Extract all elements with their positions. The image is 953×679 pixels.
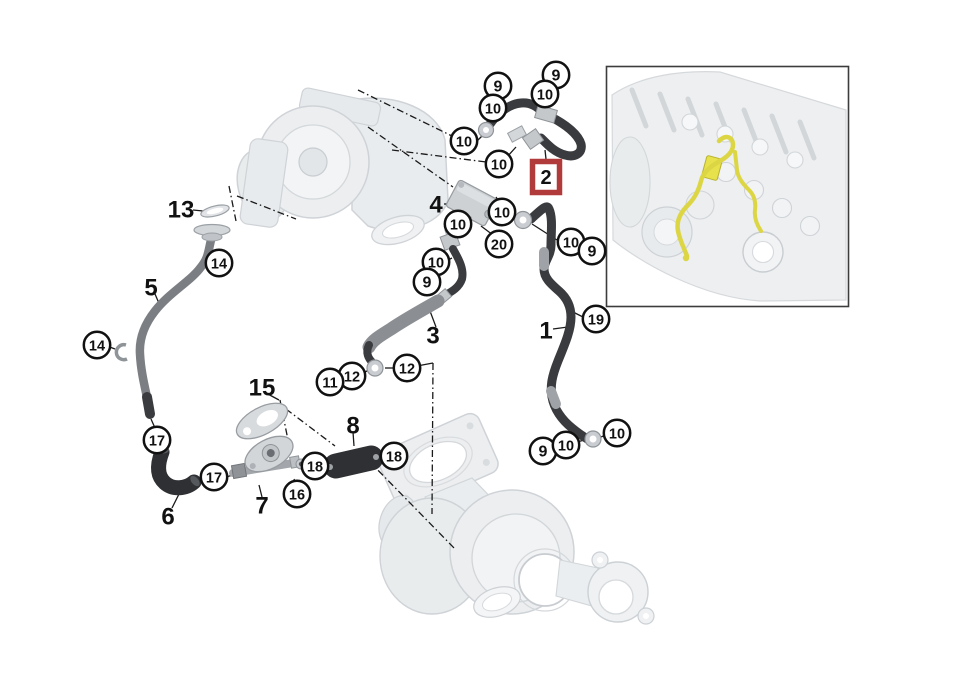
- callout-10-9: 10: [556, 227, 586, 257]
- svg-text:10: 10: [491, 157, 507, 173]
- oil-hose-3: [362, 225, 467, 377]
- callout-20-8: 20: [484, 229, 514, 259]
- callout-10-5: 10: [484, 149, 514, 179]
- callout-10-25: 10: [551, 430, 581, 460]
- svg-text:6: 6: [161, 504, 174, 531]
- holder-clip-14: [114, 342, 128, 362]
- svg-text:18: 18: [307, 459, 323, 475]
- callout-12-23: 12: [392, 353, 422, 383]
- svg-text:1: 1: [539, 318, 552, 345]
- callout-9-24: 9: [528, 436, 558, 466]
- callout-16-18: 16: [282, 479, 312, 509]
- gasket-15: [235, 402, 289, 440]
- svg-text:10: 10: [485, 101, 501, 117]
- callout-17-16: 17: [142, 425, 172, 455]
- svg-text:10: 10: [537, 87, 553, 103]
- callout-18-20: 18: [379, 441, 409, 471]
- callout-10-3: 10: [530, 79, 560, 109]
- svg-text:7: 7: [255, 493, 268, 520]
- svg-text:9: 9: [423, 274, 432, 291]
- callout-4-29: 4: [429, 192, 443, 219]
- turbocharger-ghost-top: [236, 87, 449, 246]
- callout-7-34: 7: [255, 493, 268, 520]
- svg-text:8: 8: [346, 413, 359, 440]
- svg-text:5: 5: [144, 275, 157, 302]
- gasket-13: [200, 204, 230, 218]
- svg-text:10: 10: [563, 235, 579, 251]
- svg-text:20: 20: [491, 237, 507, 253]
- svg-text:10: 10: [428, 255, 444, 271]
- svg-text:14: 14: [211, 256, 227, 272]
- hose-sleeve-8: [323, 445, 384, 479]
- callout-10-6: 10: [487, 197, 517, 227]
- svg-text:10: 10: [450, 217, 466, 233]
- svg-text:11: 11: [322, 375, 337, 391]
- svg-text:3: 3: [426, 323, 439, 350]
- svg-text:2: 2: [540, 167, 551, 189]
- callout-11-22: 11: [315, 367, 345, 397]
- callout-10-1: 10: [478, 93, 508, 123]
- svg-text:19: 19: [588, 312, 604, 328]
- callout-13-27: 13: [168, 197, 195, 224]
- callout-18-19: 18: [300, 451, 330, 481]
- svg-text:9: 9: [539, 443, 548, 460]
- svg-text:13: 13: [168, 197, 195, 224]
- turbocharger-ghost-bottom: [377, 412, 655, 625]
- svg-text:17: 17: [206, 470, 222, 486]
- oil-hose-1: [513, 202, 602, 448]
- svg-text:15: 15: [249, 375, 276, 402]
- svg-text:9: 9: [494, 78, 503, 95]
- oil-drain-pipe-7: [229, 435, 307, 480]
- callout-3-30: 3: [426, 323, 439, 350]
- callout-15-32: 15: [249, 375, 276, 402]
- svg-text:12: 12: [344, 369, 360, 385]
- callout-19-13: 19: [581, 304, 611, 334]
- svg-text:10: 10: [558, 438, 574, 454]
- engine-inset: [605, 65, 850, 308]
- inset-highlight-lines: [675, 134, 763, 262]
- svg-text:12: 12: [399, 361, 415, 377]
- svg-text:16: 16: [289, 487, 305, 503]
- svg-text:10: 10: [494, 205, 510, 221]
- svg-text:10: 10: [609, 426, 625, 442]
- svg-text:9: 9: [588, 243, 597, 260]
- callout-14-14: 14: [204, 248, 234, 278]
- svg-text:9: 9: [552, 67, 561, 84]
- callout-9-12: 9: [412, 267, 442, 297]
- callout-10-26: 10: [602, 418, 632, 448]
- callout-1-31: 1: [539, 318, 552, 345]
- highlighted-callout-2-36: 2: [529, 158, 563, 196]
- oil-hose-2: [477, 98, 586, 161]
- svg-text:17: 17: [149, 433, 165, 449]
- callout-6-33: 6: [161, 504, 174, 531]
- callout-17-17: 17: [199, 462, 229, 492]
- svg-text:14: 14: [89, 338, 105, 354]
- callout-10-4: 10: [449, 126, 479, 156]
- callout-5-28: 5: [144, 275, 157, 302]
- callout-12-21: 12: [337, 361, 367, 391]
- callout-8-35: 8: [346, 413, 359, 440]
- callout-9-10: 9: [577, 236, 607, 266]
- callout-10-7: 10: [443, 209, 473, 239]
- svg-text:4: 4: [429, 192, 443, 219]
- callout-14-15: 14: [82, 330, 112, 360]
- svg-text:18: 18: [386, 449, 402, 465]
- svg-text:10: 10: [456, 134, 472, 150]
